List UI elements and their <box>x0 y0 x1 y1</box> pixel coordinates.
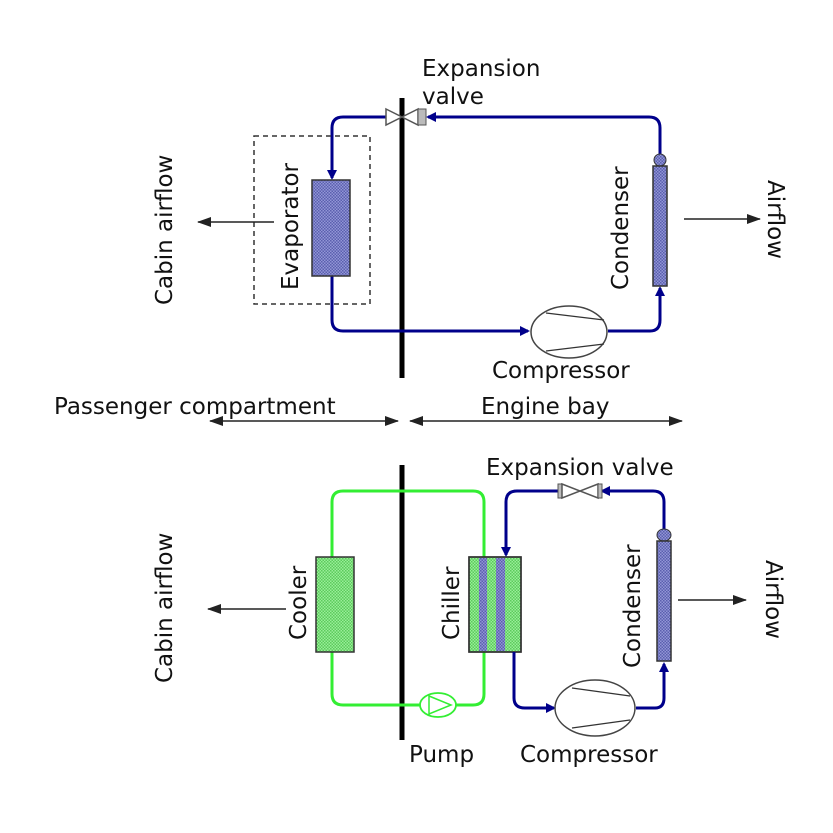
compressor-label-bottom: Compressor <box>520 742 658 768</box>
expansion-valve-bottom <box>557 482 603 500</box>
chiller <box>468 556 522 653</box>
expansion-valve-label-bottom: Expansion valve <box>486 455 674 481</box>
coolant-loop <box>330 489 486 707</box>
cooler-label: Cooler <box>286 565 312 640</box>
pipe-chiller-to-compressor <box>512 652 556 713</box>
pipe-evaporator-to-compressor <box>330 276 530 336</box>
condenser-bottom <box>656 528 672 662</box>
pipe-condenser-to-valve-bottom <box>600 486 666 532</box>
top-circuit: Expansion valve Evaporator Cabin airflow… <box>152 56 788 384</box>
chiller-label: Chiller <box>439 566 465 640</box>
cabin-airflow-label-top: Cabin airflow <box>152 155 178 305</box>
pump-label: Pump <box>409 742 474 768</box>
pipe-valve-to-chiller <box>501 489 559 557</box>
cooler <box>315 556 355 653</box>
pipe-compressor-to-condenser <box>608 286 665 333</box>
airflow-label-bottom: Airflow <box>760 560 786 639</box>
condenser-top <box>652 153 668 287</box>
compressor-bottom <box>554 679 636 737</box>
airflow-label-top: Airflow <box>762 180 788 259</box>
compressor-label-top: Compressor <box>492 358 630 384</box>
expansion-valve-label-top-2: valve <box>422 84 484 110</box>
bottom-circuit: Cooler Chiller Pump Expansion valve <box>152 455 786 768</box>
condenser-label-bottom: Condenser <box>620 544 646 668</box>
condenser-label-top: Condenser <box>608 166 634 290</box>
cabin-airflow-label-bottom: Cabin airflow <box>152 533 178 683</box>
pipe-valve-to-evaporator <box>327 115 386 180</box>
pump <box>419 692 457 718</box>
evaporator-label: Evaporator <box>278 162 304 290</box>
compartment-divider: Passenger compartment Engine bay <box>54 394 683 426</box>
pipe-condenser-to-valve <box>426 112 662 160</box>
engine-bay-label: Engine bay <box>481 394 609 420</box>
expansion-valve-label-top-1: Expansion <box>422 56 540 82</box>
passenger-compartment-label: Passenger compartment <box>54 394 336 420</box>
expansion-valve-top <box>385 107 427 127</box>
compressor-top <box>530 305 608 359</box>
evaporator <box>311 179 351 277</box>
pipe-compressor-to-condenser-bottom <box>636 662 669 710</box>
evaporator-housing <box>253 135 371 305</box>
